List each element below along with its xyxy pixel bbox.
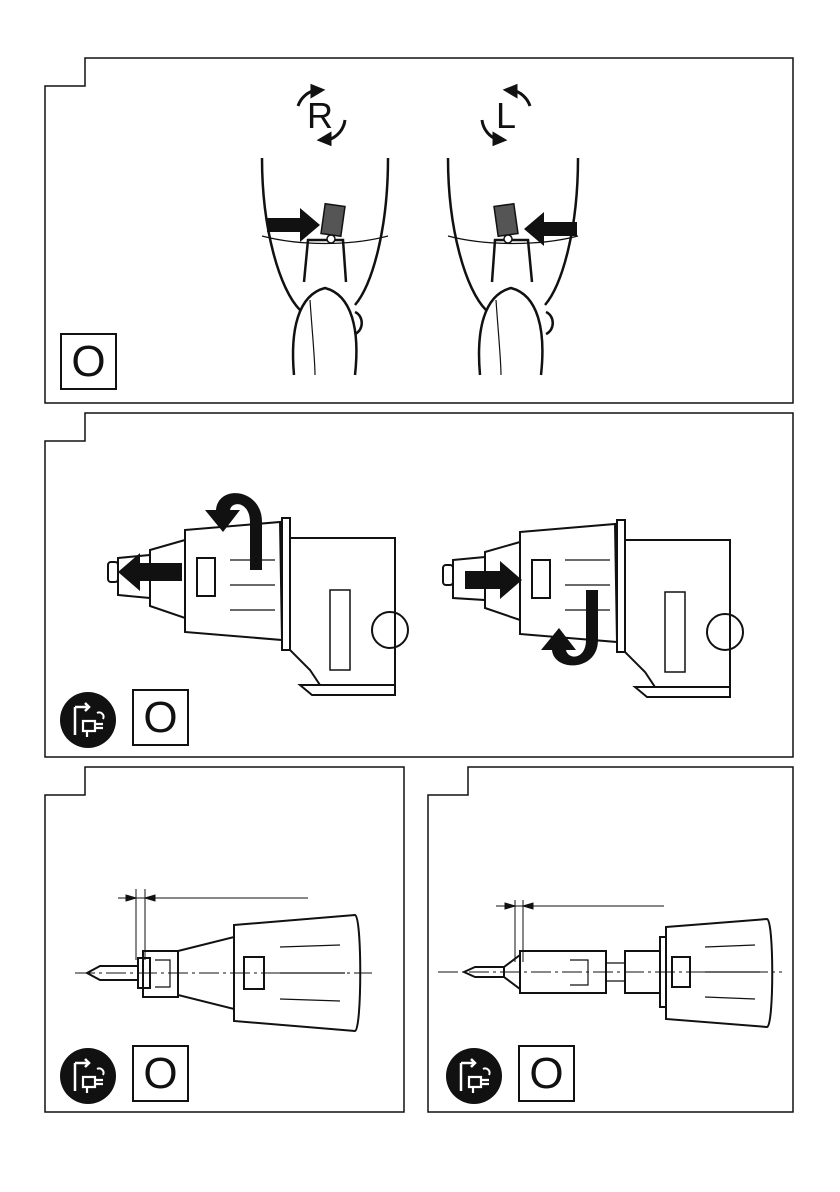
mode-label: O — [518, 1045, 575, 1102]
drill-handle-left — [262, 158, 388, 375]
panel-frame — [0, 410, 840, 765]
mode-label: O — [132, 1045, 189, 1102]
panel-depth-adjust-left: O — [0, 765, 410, 1120]
mode-label: O — [60, 333, 117, 390]
rotate-arrow-right — [541, 590, 598, 665]
nosepiece-drawing — [438, 919, 782, 1027]
unplug-icon — [445, 1047, 503, 1105]
panel-depth-adjust-right: O — [420, 765, 840, 1120]
nosepiece-drawing — [75, 915, 372, 1031]
depth-dimension — [496, 900, 664, 962]
unplug-icon — [59, 1047, 117, 1105]
panel-switch-direction: R L O — [0, 0, 840, 410]
push-arrow-right — [267, 208, 320, 242]
mode-label: O — [132, 689, 189, 746]
push-arrow — [465, 561, 522, 599]
unplug-icon — [59, 691, 117, 749]
panel-nosepiece-removal: O — [0, 410, 840, 765]
drill-handle-right — [448, 158, 578, 375]
reverse-switch-right — [321, 204, 345, 236]
panel-frame — [0, 0, 840, 410]
rotation-right-label: R — [287, 83, 353, 149]
reverse-switch-left — [494, 204, 518, 236]
rotation-left-label: L — [473, 83, 539, 149]
depth-dimension — [118, 889, 308, 960]
